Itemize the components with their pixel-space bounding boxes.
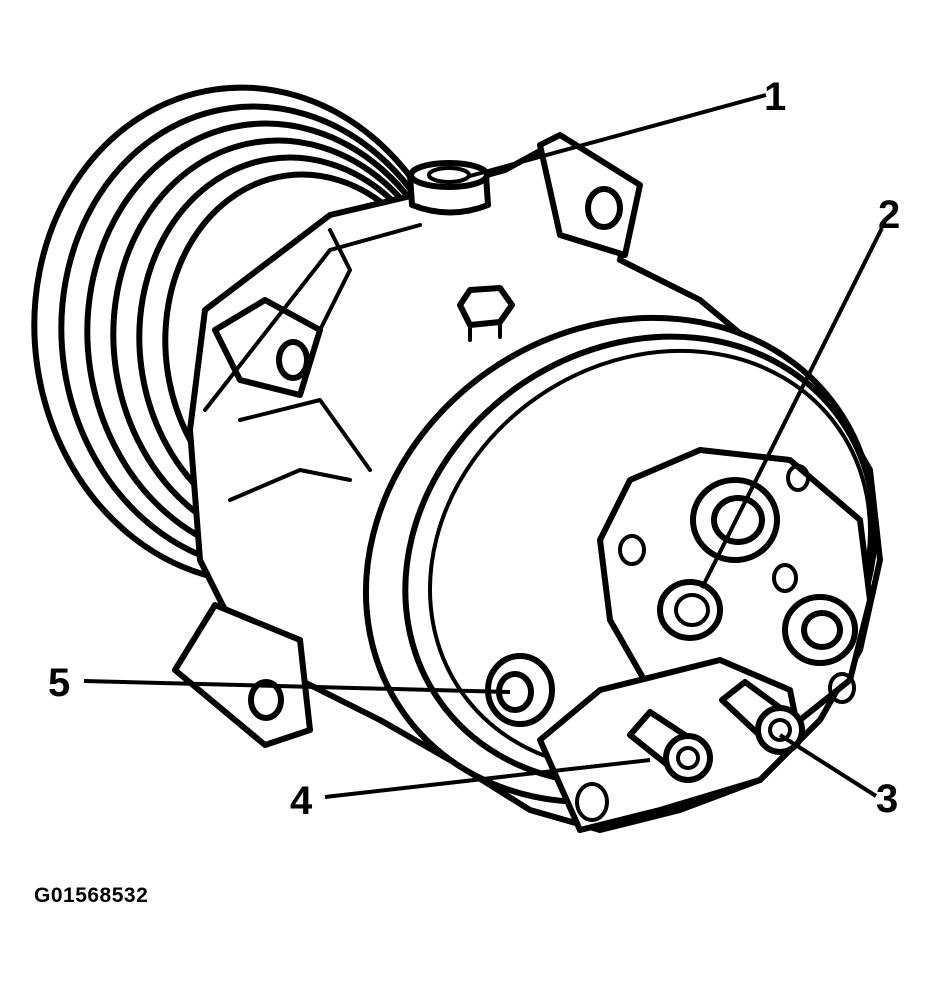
switch-block [537,657,805,833]
callout-2: 2 [878,193,900,237]
callout-3: 3 [876,777,898,821]
callout-5: 5 [48,661,70,705]
callout-4: 4 [290,779,313,823]
hex-bolt [457,285,515,342]
figure-code: G01568532 [34,884,149,907]
leader-2 [700,227,884,589]
leader-4 [324,758,651,799]
leader-3 [778,733,878,798]
leader-5 [83,679,511,694]
leader-1 [469,93,767,178]
callout-labels: 1 2 3 4 5 [48,75,900,823]
top-service-fitting [407,160,491,216]
callout-1: 1 [764,75,786,119]
leader-lines [83,93,884,799]
